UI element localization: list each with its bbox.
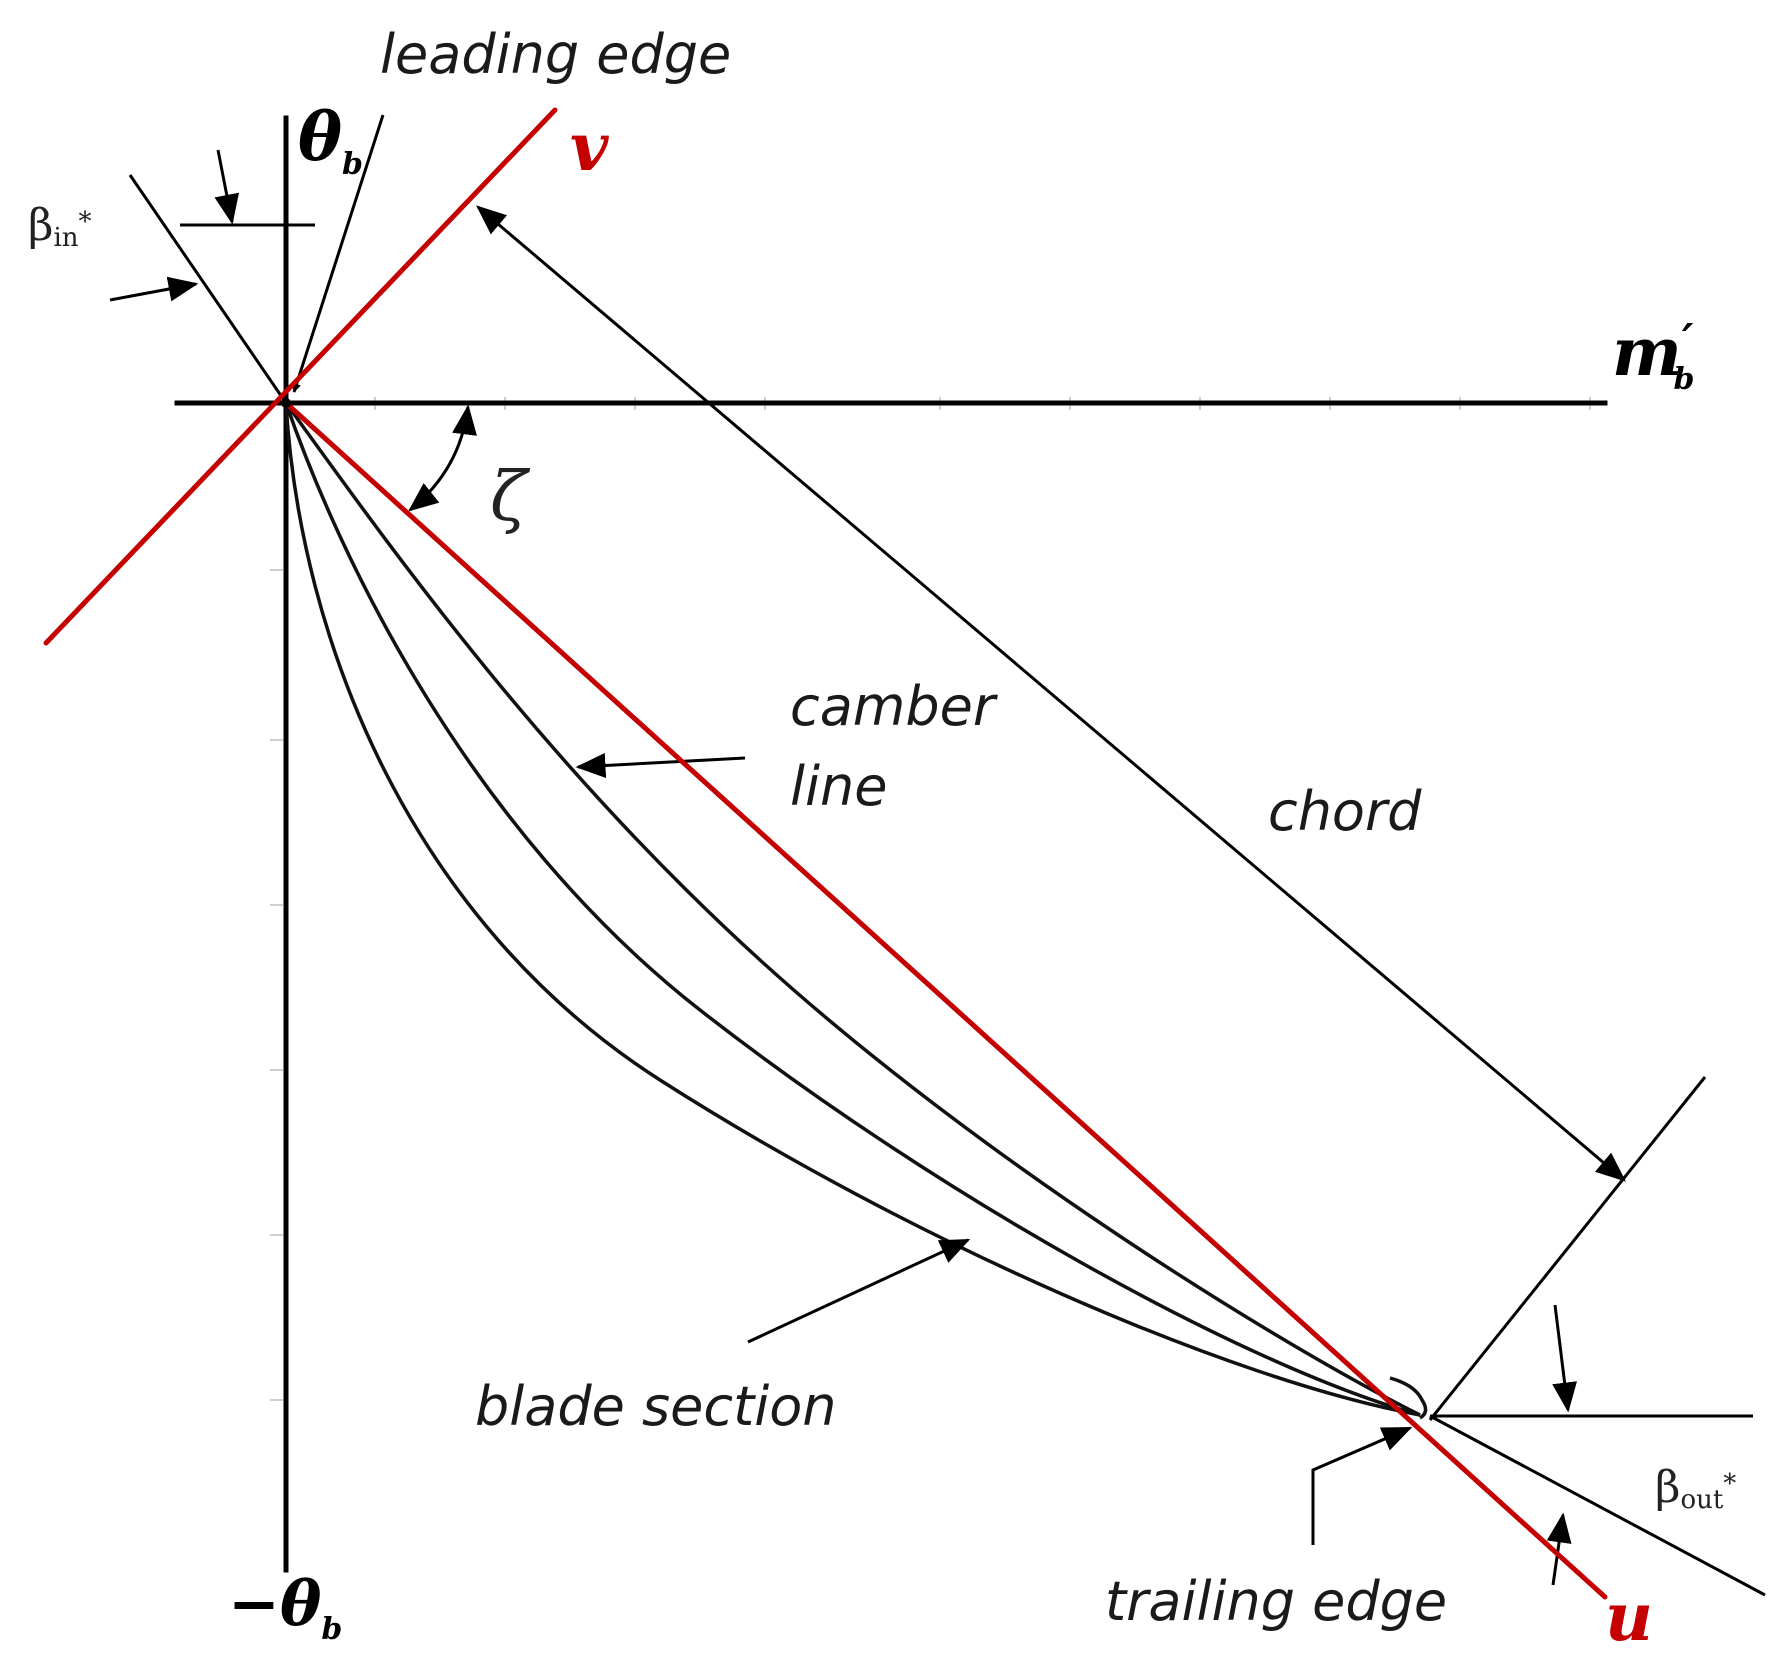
blade-suction-surface — [284, 402, 1421, 1417]
beta-out-tangent — [1429, 1414, 1766, 1597]
v-axis — [43, 107, 558, 646]
leading-edge-pointer — [292, 114, 385, 393]
axis-ticks — [270, 397, 1591, 1401]
neg-theta-b-label: −θb — [228, 1567, 342, 1647]
camber-label-line2: line — [790, 755, 887, 818]
beta-out-arrow-top — [1552, 1304, 1578, 1413]
origin-point — [281, 398, 291, 408]
trailing-edge-pointer — [1311, 1426, 1413, 1545]
u-axis — [283, 400, 1608, 1600]
beta-in-label: βin* — [28, 200, 92, 253]
zeta-arc — [408, 404, 477, 512]
chord-label: chord — [1268, 780, 1422, 843]
trailing-edge-round — [1389, 1376, 1428, 1420]
chord-dimension — [476, 205, 1626, 1182]
blade-pressure-surface — [284, 401, 1421, 1417]
beta-in-tangent — [128, 174, 288, 404]
zeta-label: ζ — [490, 458, 531, 537]
blade-section-pointer — [747, 1238, 971, 1344]
beta-out-arrow-bottom — [1546, 1512, 1572, 1586]
blade-section-label: blade section — [475, 1375, 837, 1438]
theta-b-label: θb — [298, 98, 363, 182]
m-b-label: m′b — [1612, 313, 1694, 397]
camber-label-line1: camber — [790, 675, 998, 738]
camber-line-curve — [284, 402, 1421, 1417]
v-label: v — [570, 108, 609, 186]
trailing-edge-label: trailing edge — [1105, 1570, 1447, 1633]
u-label: u — [1605, 1578, 1653, 1656]
trailing-edge-perpendicular — [1428, 1076, 1707, 1421]
camber-line-pointer — [575, 753, 746, 779]
beta-out-label: βout* — [1655, 1462, 1736, 1515]
beta-in-arrow-left — [109, 276, 199, 302]
beta-in-arrow-top — [214, 149, 240, 225]
leading-edge-label: leading edge — [380, 23, 731, 86]
